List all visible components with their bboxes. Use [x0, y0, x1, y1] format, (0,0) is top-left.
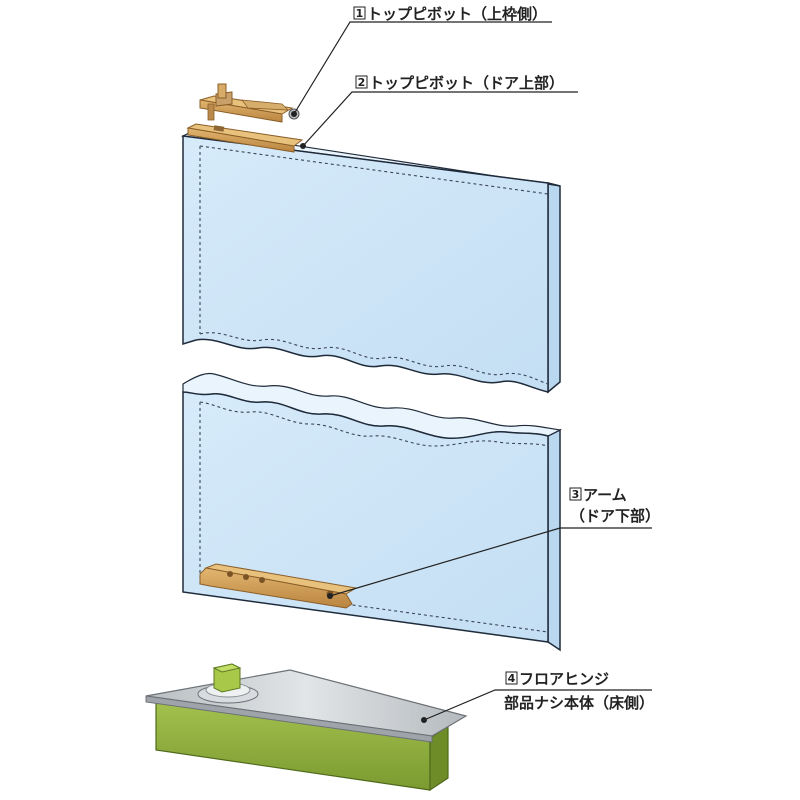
- label-part-4-number: 4: [508, 672, 516, 685]
- leader-dots: [291, 111, 427, 723]
- upper-glass-dashed-edges: [199, 145, 549, 334]
- upper-glass-dashed-break: [199, 332, 549, 385]
- label-part-3: 3 アーム （ドア下部）: [569, 486, 660, 525]
- label-part-3-line1: アーム: [583, 486, 627, 504]
- leader-line-4: [423, 689, 652, 721]
- label-part-4: 4 フロアヒンジ 部品ナシ本体（床側）: [504, 670, 654, 712]
- label-part-3-line2: （ドア下部）: [570, 507, 660, 525]
- arm-door-bottom-part: [199, 563, 358, 609]
- lower-glass-dashed-break: [199, 401, 549, 447]
- leader-lines: [293, 21, 652, 721]
- upper-glass-edge: [547, 182, 561, 394]
- label-part-4-line2: 部品ナシ本体（床側）: [504, 694, 654, 712]
- label-part-2-number: 2: [358, 76, 366, 89]
- lower-glass-edge: [547, 428, 561, 652]
- upper-glass-panel: [180, 129, 561, 394]
- top-pivot-frame-part: [199, 83, 300, 123]
- leader-line-2: [302, 91, 578, 147]
- label-part-4-line1: フロアヒンジ: [519, 670, 609, 688]
- label-part-2-text: トップピボット（ドア上部）: [369, 74, 564, 92]
- lower-glass-panel: [182, 372, 562, 652]
- label-part-2: 2 トップピボット（ドア上部）: [355, 74, 564, 92]
- floor-hinge-body: [145, 663, 468, 792]
- upper-glass-face: [182, 135, 549, 393]
- leader-line-3: [329, 527, 652, 597]
- label-part-1: 1 トップピボット（上枠側）: [353, 5, 547, 23]
- label-part-1-number: 1: [356, 7, 364, 20]
- top-pivot-door-part: [186, 123, 304, 153]
- label-part-3-number: 3: [572, 488, 580, 501]
- leader-line-1: [293, 21, 552, 115]
- label-part-1-text: トップピボット（上枠側）: [367, 5, 547, 23]
